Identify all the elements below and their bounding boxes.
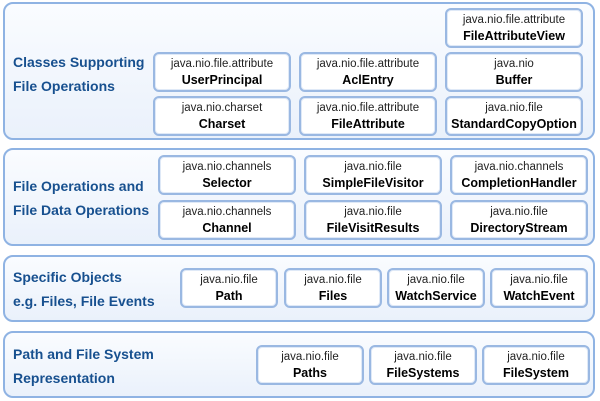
package-name: java.nio.file.attribute xyxy=(170,57,274,70)
layer-title-line-2: File Data Operations xyxy=(13,202,150,218)
class-name: Channel xyxy=(202,220,252,235)
class-box-completionhandler: java.nio.channels CompletionHandler xyxy=(450,155,588,195)
class-box-selector: java.nio.channels Selector xyxy=(158,155,296,195)
class-box-watchservice: java.nio.file WatchService xyxy=(387,268,485,308)
class-box-fileattributeview: java.nio.file.attribute FileAttributeVie… xyxy=(445,8,583,48)
class-name: WatchEvent xyxy=(503,288,575,303)
package-name: java.nio.file xyxy=(304,273,362,286)
layer-title-line-1: Classes Supporting xyxy=(13,54,145,70)
package-name: java.nio.channels xyxy=(182,160,272,173)
class-box-filesystem: java.nio.file FileSystem xyxy=(482,345,590,385)
class-box-standardcopyoption: java.nio.file StandardCopyOption xyxy=(445,96,583,136)
class-name: FileVisitResults xyxy=(326,220,420,235)
class-name: FileAttribute xyxy=(331,116,405,131)
layer-title-line-1: File Operations and xyxy=(13,178,144,194)
layer-path-filesystem-representation: Path and File System Representation java… xyxy=(3,331,595,398)
class-box-simplefilevisitor: java.nio.file SimpleFileVisitor xyxy=(304,155,442,195)
class-box-directorystream: java.nio.file DirectoryStream xyxy=(450,200,588,240)
class-name: DirectoryStream xyxy=(470,220,568,235)
package-name: java.nio.file xyxy=(394,350,452,363)
package-name: java.nio.file.attribute xyxy=(316,101,420,114)
package-name: java.nio.file xyxy=(490,205,548,218)
layer-title-line-2: File Operations xyxy=(13,78,115,94)
class-name: SimpleFileVisitor xyxy=(322,175,424,190)
class-name: AclEntry xyxy=(342,72,394,87)
layer-file-operation-support: Classes Supporting File Operations java.… xyxy=(3,2,595,140)
class-box-charset: java.nio.charset Charset xyxy=(153,96,291,136)
class-name: Buffer xyxy=(495,72,533,87)
package-name: java.nio.file xyxy=(344,160,402,173)
package-name: java.nio xyxy=(494,57,534,70)
class-box-paths: java.nio.file Paths xyxy=(256,345,364,385)
layer-title-line-2: e.g. Files, File Events xyxy=(13,293,155,309)
class-box-watchevent: java.nio.file WatchEvent xyxy=(490,268,588,308)
package-name: java.nio.file.attribute xyxy=(462,13,566,26)
class-name: Selector xyxy=(202,175,252,190)
class-box-filesystems: java.nio.file FileSystems xyxy=(369,345,477,385)
class-name: CompletionHandler xyxy=(461,175,577,190)
package-name: java.nio.channels xyxy=(474,160,564,173)
class-box-path: java.nio.file Path xyxy=(180,268,278,308)
package-name: java.nio.file xyxy=(344,205,402,218)
package-name: java.nio.file xyxy=(510,273,568,286)
class-name: FileSystem xyxy=(502,365,569,380)
class-box-userprincipal: java.nio.file.attribute UserPrincipal xyxy=(153,52,291,92)
class-box-buffer: java.nio Buffer xyxy=(445,52,583,92)
class-box-aclentry: java.nio.file.attribute AclEntry xyxy=(299,52,437,92)
layer-title: File Operations and File Data Operations xyxy=(13,174,149,222)
class-name: FileSystems xyxy=(386,365,460,380)
package-name: java.nio.channels xyxy=(182,205,272,218)
class-name: Charset xyxy=(198,116,246,131)
package-name: java.nio.file xyxy=(200,273,258,286)
layer-title: Specific Objects e.g. Files, File Events xyxy=(13,265,155,313)
package-name: java.nio.file xyxy=(507,350,565,363)
layer-file-data-operations: File Operations and File Data Operations… xyxy=(3,148,595,246)
class-name: WatchService xyxy=(395,288,477,303)
layer-title-line-2: Representation xyxy=(13,370,115,386)
package-name: java.nio.file xyxy=(407,273,465,286)
class-name: FileAttributeView xyxy=(463,28,565,43)
class-name: UserPrincipal xyxy=(181,72,263,87)
class-box-files: java.nio.file Files xyxy=(284,268,382,308)
class-name: Files xyxy=(318,288,348,303)
layer-title: Classes Supporting File Operations xyxy=(13,50,144,98)
package-name: java.nio.file xyxy=(485,101,543,114)
layer-specific-objects: Specific Objects e.g. Files, File Events… xyxy=(3,255,595,322)
class-name: Path xyxy=(215,288,243,303)
class-box-filevisitresults: java.nio.file FileVisitResults xyxy=(304,200,442,240)
class-box-channel: java.nio.channels Channel xyxy=(158,200,296,240)
layer-title-line-1: Path and File System xyxy=(13,346,154,362)
package-name: java.nio.file xyxy=(281,350,339,363)
package-name: java.nio.charset xyxy=(181,101,263,114)
class-box-fileattribute: java.nio.file.attribute FileAttribute xyxy=(299,96,437,136)
class-name: Paths xyxy=(292,365,328,380)
package-name: java.nio.file.attribute xyxy=(316,57,420,70)
class-name: StandardCopyOption xyxy=(451,116,577,131)
layer-title-line-1: Specific Objects xyxy=(13,269,122,285)
layer-title: Path and File System Representation xyxy=(13,342,154,390)
